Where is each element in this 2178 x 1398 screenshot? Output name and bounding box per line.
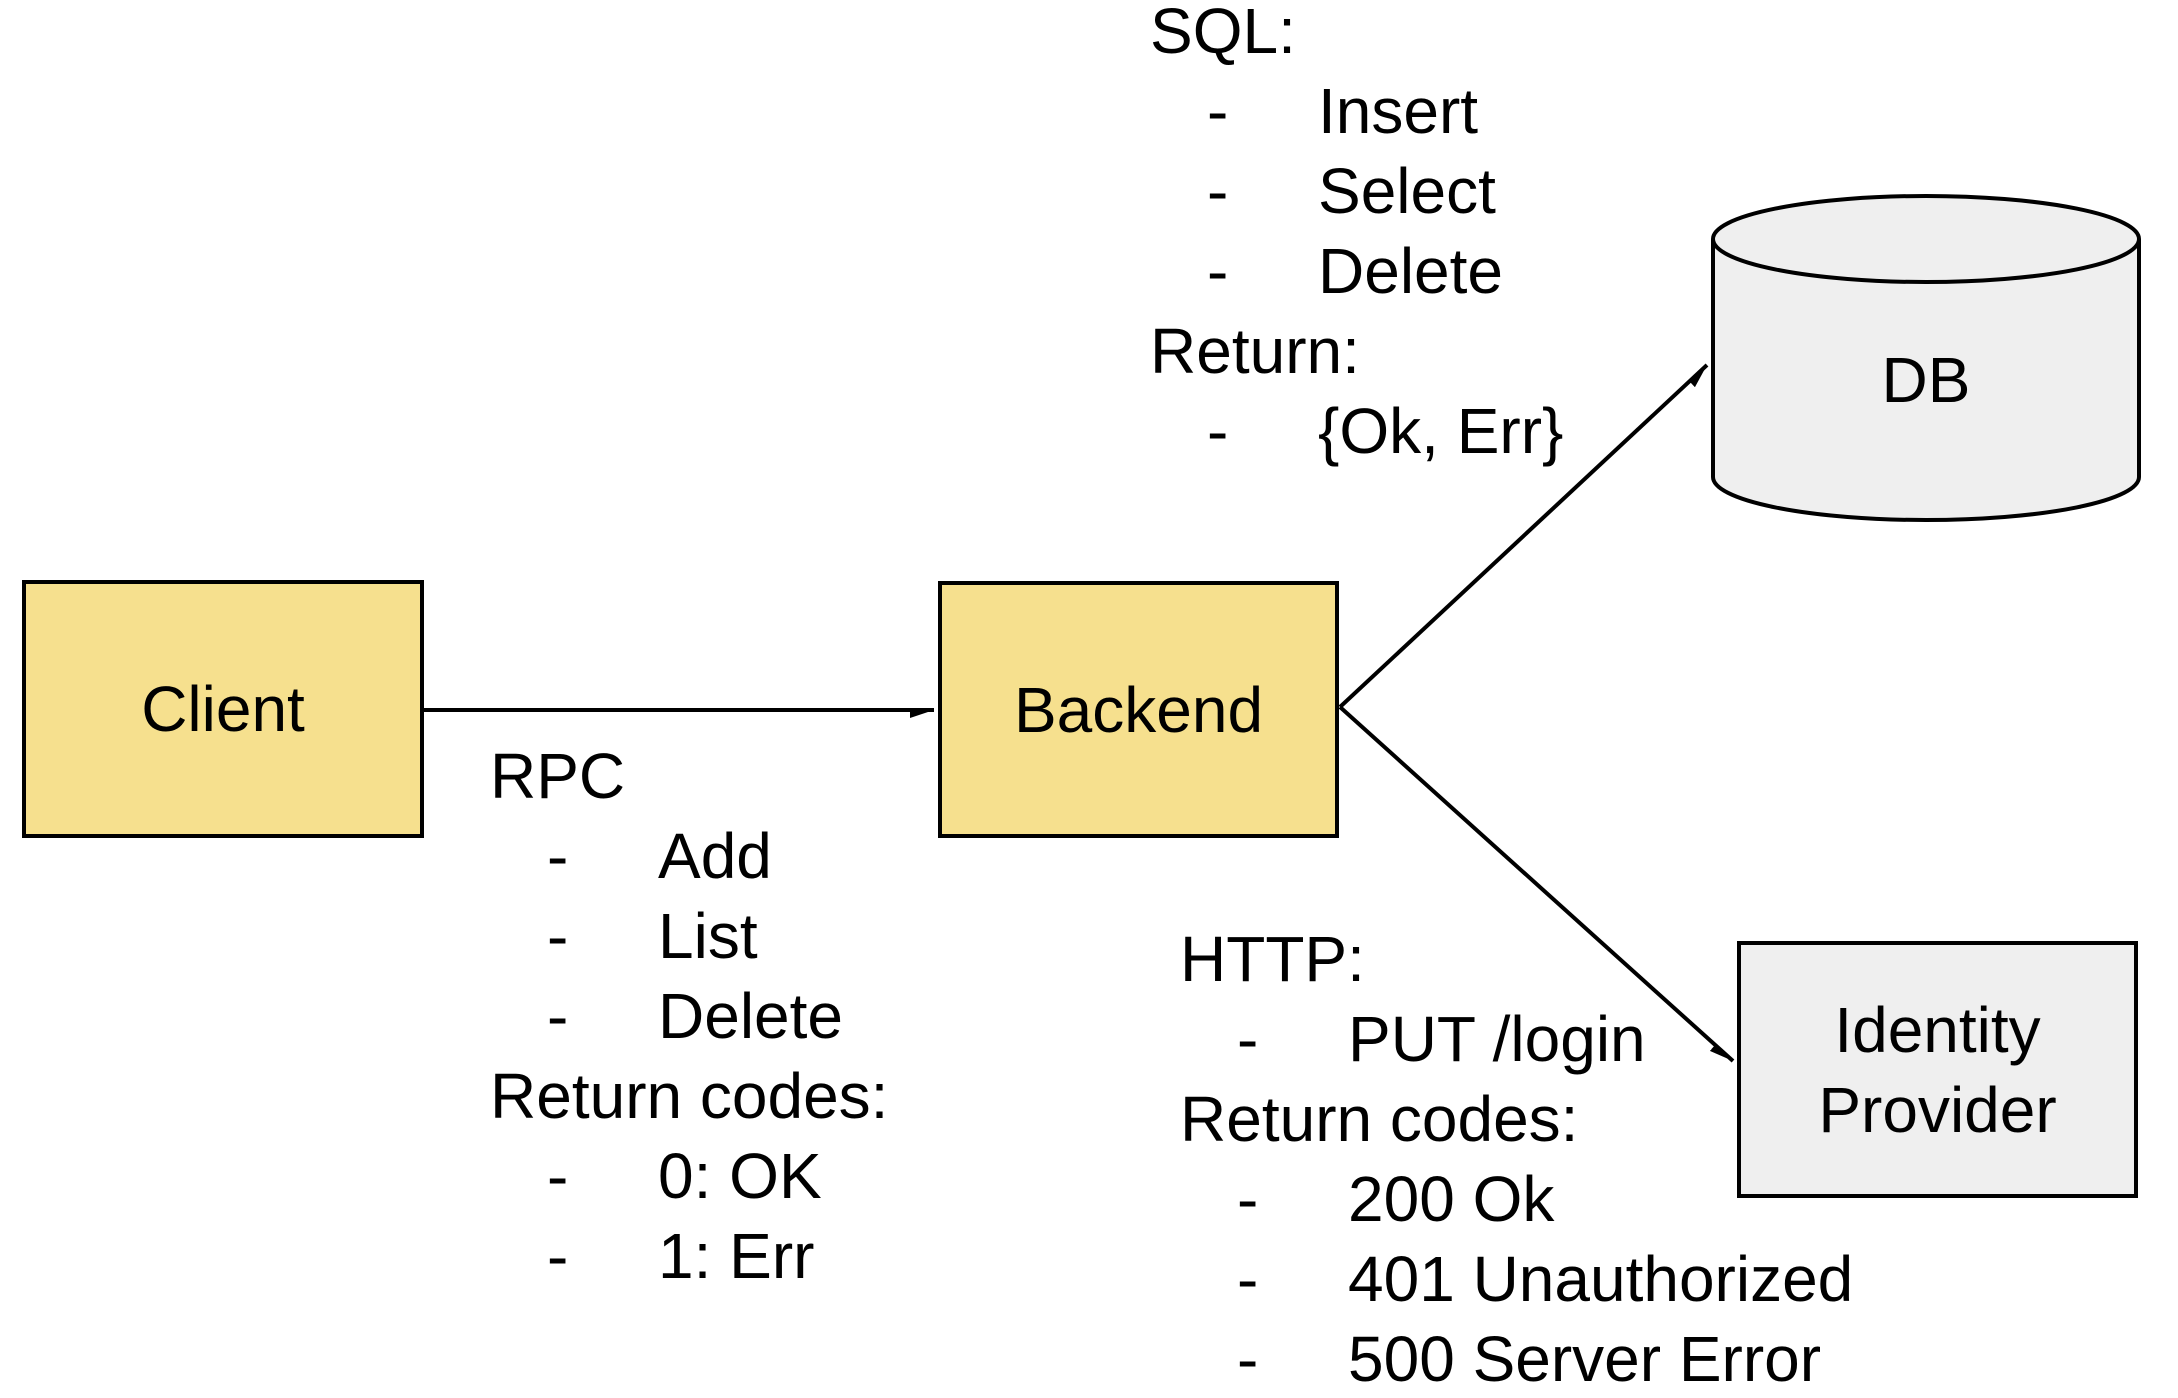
db-node-label-wrap: DB <box>1711 237 2141 522</box>
db-node-label: DB <box>1881 343 1971 416</box>
sql-item: -Delete <box>1150 231 1563 311</box>
bullet-dash: - <box>547 1140 569 1212</box>
bullet-dash: - <box>547 980 569 1052</box>
http-return-codes-title: Return codes: <box>1180 1083 1579 1155</box>
http-title: HTTP: <box>1180 923 1365 995</box>
sql-title: SQL: <box>1150 0 1296 67</box>
rpc-return-codes-title: Return codes: <box>490 1060 889 1132</box>
sql-return-value: -{Ok, Err} <box>1150 391 1563 471</box>
rpc-item: -Delete <box>490 976 888 1056</box>
bullet-dash: - <box>547 1220 569 1292</box>
http-return-code: -200 Ok <box>1180 1159 1853 1239</box>
db-cylinder-icon <box>1711 194 2141 522</box>
identity-provider-label-line1: Identity <box>1834 993 2041 1066</box>
sql-item: -Select <box>1150 151 1563 231</box>
rpc-return-code: -1: Err <box>490 1216 888 1296</box>
bullet-dash: - <box>1207 235 1229 307</box>
bullet-dash: - <box>1237 1163 1259 1235</box>
sql-annotation: SQL: -Insert -Select -Delete Return: -{O… <box>1150 0 1563 471</box>
identity-provider-node: Identity Provider <box>1737 941 2138 1198</box>
client-node-label: Client <box>141 673 305 745</box>
http-annotation: HTTP: -PUT /login Return codes: -200 Ok … <box>1180 919 1853 1398</box>
bullet-dash: - <box>1237 1003 1259 1075</box>
rpc-title: RPC <box>490 740 626 812</box>
identity-provider-node-label: Identity Provider <box>1818 990 2056 1150</box>
http-return-code: -401 Unauthorized <box>1180 1239 1853 1319</box>
rpc-item: -Add <box>490 816 888 896</box>
bullet-dash: - <box>1207 75 1229 147</box>
backend-node-label: Backend <box>1013 673 1264 746</box>
bullet-dash: - <box>1237 1243 1259 1315</box>
identity-provider-label-line2: Provider <box>1818 1073 2057 1146</box>
sql-item: -Insert <box>1150 71 1563 151</box>
bullet-dash: - <box>1207 395 1229 467</box>
bullet-dash: - <box>1237 1323 1259 1395</box>
bullet-dash: - <box>1207 155 1229 227</box>
rpc-item: -List <box>490 896 888 976</box>
sql-return-title: Return: <box>1150 315 1360 387</box>
bullet-dash: - <box>547 820 569 892</box>
backend-node: Backend <box>938 581 1339 838</box>
rpc-return-code: -0: OK <box>490 1136 888 1216</box>
rpc-annotation: RPC -Add -List -Delete Return codes: -0:… <box>490 736 888 1296</box>
http-item: -PUT /login <box>1180 999 1853 1079</box>
client-node: Client <box>22 580 424 838</box>
http-return-code: -500 Server Error <box>1180 1319 1853 1398</box>
bullet-dash: - <box>547 900 569 972</box>
